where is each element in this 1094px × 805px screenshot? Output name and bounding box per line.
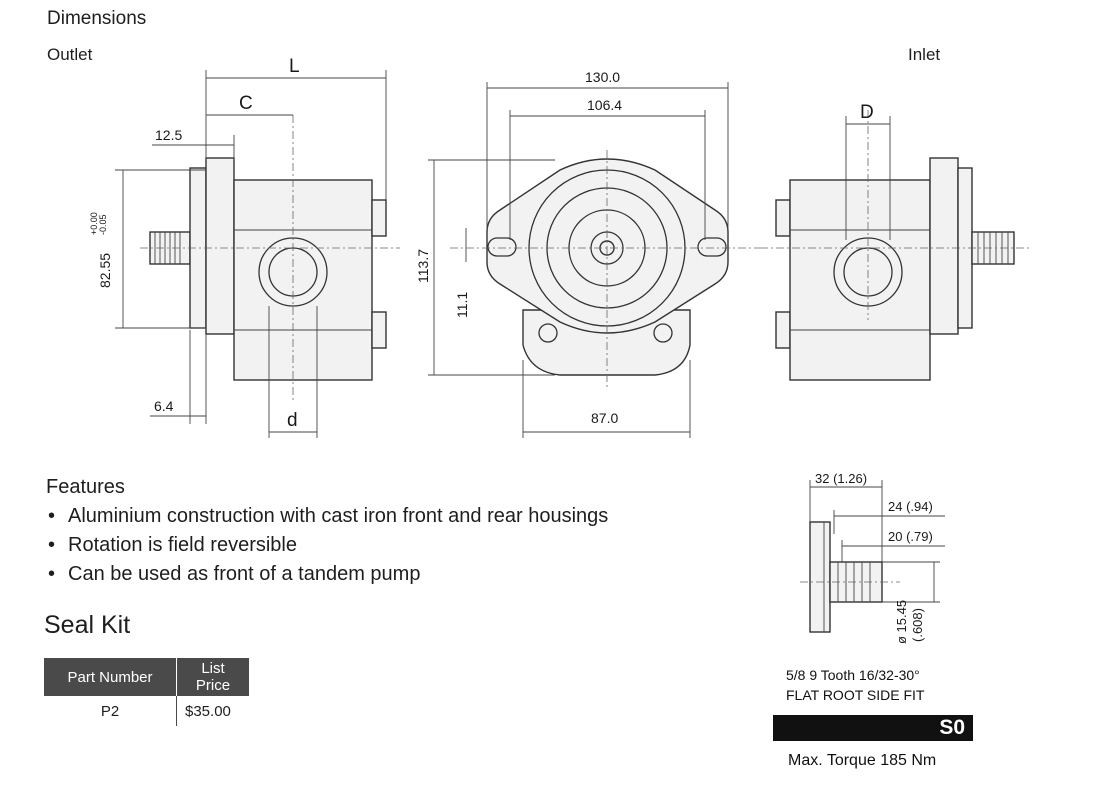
shaft-dim-24: 24 (.94) bbox=[888, 499, 933, 514]
dim-87-0: 87.0 bbox=[591, 410, 618, 426]
table-row: P2 $35.00 bbox=[44, 696, 249, 726]
shaft-dim-32: 32 (1.26) bbox=[815, 471, 867, 486]
inlet-side-view: D bbox=[760, 102, 1030, 381]
outlet-label: Outlet bbox=[47, 45, 93, 64]
cell-part-number: P2 bbox=[100, 702, 120, 720]
front-view: 130.0 106.4 113.7 11.1 87.0 bbox=[415, 69, 760, 438]
feature-item: Can be used as front of a tandem pump bbox=[46, 560, 608, 589]
outlet-side-view: L C 12.5 82.55 +0.00 -0.05 6.4 d bbox=[89, 56, 400, 438]
dim-C: C bbox=[239, 93, 253, 114]
dim-d: d bbox=[287, 410, 298, 431]
features-title: Features bbox=[46, 476, 125, 498]
dim-106-4: 106.4 bbox=[587, 97, 622, 113]
shaft-dim-20: 20 (.79) bbox=[888, 529, 933, 544]
inlet-label: Inlet bbox=[908, 45, 941, 64]
column-header-list-price: List Price bbox=[176, 658, 249, 696]
dim-L: L bbox=[289, 56, 300, 77]
dim-12-5: 12.5 bbox=[155, 127, 182, 143]
feature-item: Aluminium construction with cast iron fr… bbox=[46, 502, 608, 531]
shaft-dim-diameter: ø 15.45 bbox=[894, 600, 909, 644]
dim-6-4: 6.4 bbox=[154, 398, 174, 414]
table-header-row: Part Number List Price bbox=[44, 658, 249, 696]
dim-D: D bbox=[860, 102, 874, 123]
shaft-max-torque: Max. Torque 185 Nm bbox=[788, 752, 937, 769]
dim-tol-lower: -0.05 bbox=[98, 214, 108, 235]
dimension-drawing: L C 12.5 82.55 +0.00 -0.05 6.4 d bbox=[89, 56, 1030, 438]
cell-list-price: $35.00 bbox=[176, 696, 249, 726]
shaft-code-bar: S0 bbox=[773, 715, 973, 741]
feature-item: Rotation is field reversible bbox=[46, 531, 608, 560]
dim-tol-upper: +0.00 bbox=[89, 212, 99, 235]
dim-113-7: 113.7 bbox=[415, 249, 431, 283]
column-header-part-number: Part Number bbox=[44, 658, 177, 696]
seal-kit-title: Seal Kit bbox=[44, 611, 131, 639]
shaft-spec-line2: FLAT ROOT SIDE FIT bbox=[786, 687, 925, 703]
dim-82-55: 82.55 bbox=[97, 253, 113, 288]
seal-kit-table: Part Number List Price P2 $35.00 bbox=[44, 658, 249, 726]
dim-11-1: 11.1 bbox=[454, 292, 470, 318]
shaft-drawing: 32 (1.26) 24 (.94) 20 (.79) ø 15.45 (.60… bbox=[800, 471, 945, 644]
shaft-dim-diameter-in: (.608) bbox=[910, 608, 925, 642]
shaft-code: S0 bbox=[939, 716, 965, 739]
dimensions-title: Dimensions bbox=[47, 8, 147, 29]
shaft-spec-line1: 5/8 9 Tooth 16/32-30° bbox=[786, 667, 920, 683]
features-list: Aluminium construction with cast iron fr… bbox=[46, 502, 608, 589]
dim-130-0: 130.0 bbox=[585, 69, 620, 85]
